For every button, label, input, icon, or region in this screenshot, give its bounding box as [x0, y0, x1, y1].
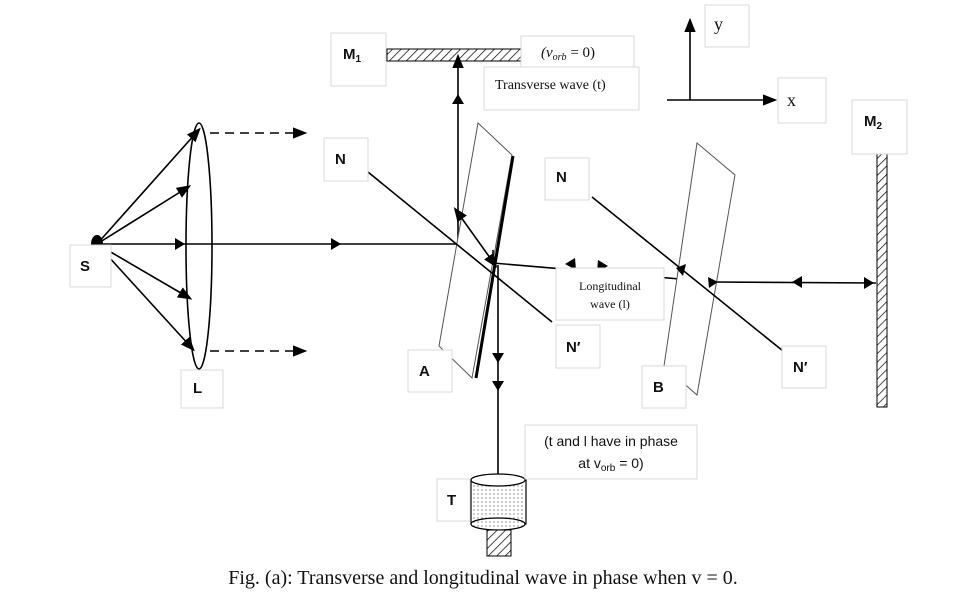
normal-b	[591, 196, 789, 356]
ray-4	[96, 243, 193, 300]
label-m2-main: M	[864, 113, 877, 130]
m1-beam-arrow	[452, 94, 464, 104]
label-box-nb-prime	[781, 345, 827, 389]
ray-2	[96, 185, 192, 245]
label-s: S	[80, 258, 90, 275]
phase-line-1: (t and l have in phase	[544, 433, 678, 449]
phase-line-2-a: at v	[578, 455, 601, 471]
label-box-b	[641, 365, 687, 409]
label-box-m2	[851, 99, 908, 155]
detector-beam-arrow-1	[492, 353, 504, 363]
detector-beam-arrow-2	[492, 381, 504, 391]
vorb-sub: orb	[553, 52, 567, 63]
ray-1	[96, 127, 201, 245]
beam-b-arrow-2	[708, 277, 718, 288]
label-t: T	[447, 492, 456, 509]
label-a: A	[419, 363, 430, 380]
beam-b-arrow-1	[676, 264, 686, 276]
plate-b	[663, 142, 736, 396]
label-l: L	[193, 380, 202, 397]
label-m1-main: M	[343, 46, 356, 63]
reflected-ray-a	[453, 207, 498, 268]
beam-arrow-left-1	[565, 258, 576, 270]
vorb-main: (v	[541, 45, 553, 61]
mirror-m2	[876, 151, 888, 408]
label-m1-sub: 1	[356, 54, 362, 65]
longitudinal-line-1: Longitudinal	[579, 279, 642, 293]
longitudinal-line-2: wave (l)	[590, 297, 630, 311]
label-nb-prime: N′	[793, 359, 808, 376]
label-box-nb	[544, 157, 590, 201]
label-box-s	[69, 244, 112, 288]
figure-caption: Fig. (a): Transverse and longitudinal wa…	[228, 567, 738, 589]
label-nb: N	[556, 169, 567, 186]
label-box-l	[180, 369, 224, 409]
source-rays	[91, 127, 490, 352]
y-axis-label-box	[704, 4, 750, 48]
x-axis-label: x	[787, 90, 796, 110]
label-m2: M2	[864, 113, 883, 132]
phase-line-2-b: = 0)	[615, 455, 643, 471]
label-box-t	[436, 478, 471, 522]
label-na-prime: N′	[566, 339, 581, 356]
phase-line-2: at vorb = 0)	[578, 455, 643, 474]
axis-ray-arrow-1	[175, 238, 185, 250]
label-m2-sub: 2	[877, 121, 883, 132]
transverse-box	[483, 66, 640, 111]
axis-ray-arrow-2	[331, 238, 341, 250]
vorb-rest: = 0)	[567, 45, 595, 61]
beam-arrow-right-2	[864, 277, 874, 289]
phase-line-2-sub: orb	[601, 463, 616, 474]
plate-a	[438, 122, 513, 380]
phase-box	[524, 424, 698, 480]
x-axis-label-box	[777, 77, 827, 124]
longitudinal-box	[555, 267, 665, 321]
detector	[470, 473, 527, 557]
label-box-na-prime	[555, 324, 601, 369]
label-box-na	[323, 137, 369, 182]
label-na: N	[335, 151, 346, 168]
lens	[185, 122, 213, 370]
label-box-m1	[330, 32, 387, 87]
transverse-label: Transverse wave (t)	[495, 78, 606, 93]
beam-arrow-left-2	[792, 276, 802, 288]
ray-5	[96, 243, 195, 352]
label-m1: M1	[343, 46, 362, 65]
y-axis-label: y	[714, 14, 723, 34]
label-box-a	[407, 349, 453, 393]
mirror-m1	[386, 48, 523, 62]
coordinate-axes: y x	[667, 4, 827, 124]
vorb-text: (vorb = 0)	[541, 45, 595, 63]
label-b: B	[653, 379, 664, 396]
